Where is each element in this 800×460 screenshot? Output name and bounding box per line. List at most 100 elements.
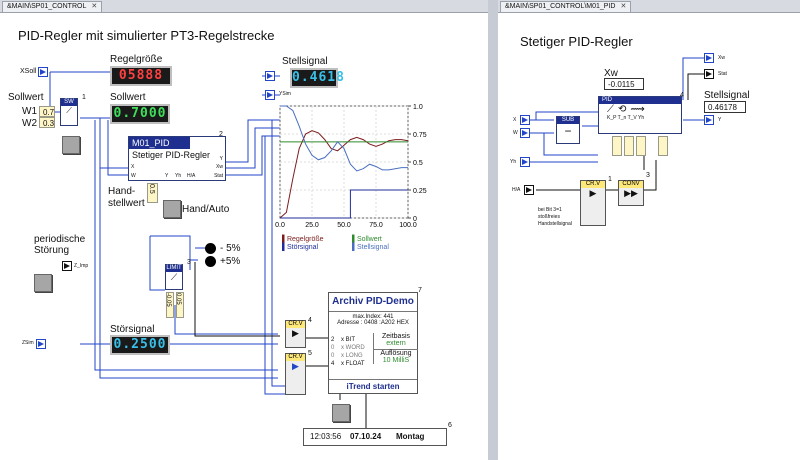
periodische-label-1: periodische — [34, 234, 86, 245]
sw-switch-icon: ⟋ — [66, 106, 72, 115]
archiv-adresse: Adresse : 0408 :A202 HEX — [337, 320, 409, 326]
stat-out-port[interactable] — [704, 69, 714, 79]
stellsignal-display: 0.4618 — [290, 68, 344, 88]
archiv-input-float: 4 x FLOAT — [331, 361, 365, 367]
led-minus-icon — [205, 243, 216, 254]
z-imp-label: Z_Imp — [74, 263, 89, 269]
archiv-inputs: 2 x BIT 0 x WORD 0 x LONG 4 x FLOAT — [331, 336, 365, 368]
limit-low-input[interactable]: -0.05 — [165, 292, 174, 318]
legend-item-stellsignal: ▌Stellsignal — [352, 244, 389, 251]
ysim-port[interactable] — [265, 90, 275, 100]
clock-block: 12:03:56 07.10.24 Montag — [303, 428, 447, 446]
sub-header: SUB — [557, 117, 579, 124]
pid-port-w: W — [131, 173, 136, 179]
w-in-label: W — [513, 130, 518, 136]
sw-block[interactable]: SW ⟋ — [60, 98, 78, 126]
yh-in-label: Yh — [510, 159, 517, 165]
w2-input[interactable]: 0.3 — [39, 117, 55, 128]
hand-auto-button[interactable] — [163, 200, 181, 218]
chart-series-line-3 — [280, 105, 408, 172]
legend-item-sollwert: ▌Sollwert — [352, 236, 382, 243]
stellsignal-right-label: Stellsignal — [704, 90, 750, 101]
chart-x-tick-label: 25.0 — [305, 222, 319, 229]
pid-detail-icons: ⟋⟲⟿ — [607, 104, 649, 115]
right-tabbar: &MAIN\SP01_CONTROL\M01_PID ✕ — [498, 0, 800, 13]
stellsignal-right-display: 0.46178 — [704, 101, 746, 113]
xsoll-port[interactable] — [38, 67, 48, 77]
xw-display: -0.0115 — [604, 78, 644, 90]
close-icon[interactable]: ✕ — [91, 3, 98, 10]
itrend-start-button[interactable]: iTrend starten — [329, 379, 417, 393]
archiv-block[interactable]: Archiv PID-Demo max.Index: 441 Adresse :… — [328, 292, 418, 394]
handstellwert-label-2: stellwert — [108, 198, 145, 209]
sub-block[interactable]: SUB − — [556, 116, 580, 144]
y-out-port[interactable] — [704, 115, 714, 125]
y-out-label: Y — [718, 117, 722, 123]
tab-m01-pid[interactable]: &MAIN\SP01_CONTROL\M01_PID ✕ — [500, 1, 632, 12]
wires — [49, 71, 367, 430]
handstellwert-input[interactable]: 0.5 — [147, 183, 158, 203]
limit-high-input[interactable]: 0.05 — [175, 292, 184, 318]
sub-minus-icon: − — [564, 124, 572, 138]
archiv-input-word: 0 x WORD — [331, 345, 365, 351]
stoersignal-display: 0.2500 — [110, 335, 170, 355]
crv-block-2[interactable]: CR.V ▶ — [285, 353, 306, 395]
zsim-label: ZSim — [22, 340, 34, 346]
chart-legend: ▌Regelgröße ▌Sollwert ▌Störsignal ▌Stell… — [282, 236, 432, 254]
yh-in-port[interactable] — [520, 157, 530, 167]
crv-detail-number: 1 — [608, 176, 612, 183]
note-line-2: stoßfreies — [538, 214, 560, 220]
tab-main-control[interactable]: &MAIN\SP01_CONTROL ✕ — [2, 1, 103, 12]
crv-detail-block[interactable]: CR.V ▶ — [580, 180, 606, 226]
w-in-port[interactable] — [520, 128, 530, 138]
sollwert-side-label: Sollwert — [8, 92, 44, 103]
xw-out-port[interactable] — [704, 53, 714, 63]
pid-param-tv[interactable] — [636, 136, 646, 156]
pane-separator[interactable] — [488, 0, 498, 460]
pid-param-kp[interactable] — [612, 136, 622, 156]
close-icon[interactable]: ✕ — [620, 3, 627, 10]
pid-param-yh[interactable] — [658, 136, 668, 156]
pid-block[interactable]: M01_PID Stetiger PID-Regler Y Xw Stat X … — [128, 136, 226, 181]
regelgroesse-label: Regelgröße — [110, 54, 163, 65]
w1-label: W1 — [22, 106, 37, 117]
ysim-label: YSim — [279, 91, 291, 97]
sw-toggle-button[interactable] — [62, 136, 80, 154]
pid-port-bottom-y: Y — [165, 173, 169, 179]
periodische-label-2: Störung — [34, 245, 70, 256]
archiv-button[interactable] — [332, 404, 350, 422]
x-in-port[interactable] — [520, 115, 530, 125]
crv1-arrow-icon: ▶ — [292, 328, 299, 338]
zsim-port[interactable] — [36, 339, 46, 349]
conv-block[interactable]: CONV ▶▶ — [618, 180, 644, 206]
chart-x-tick-label: 0.0 — [275, 222, 285, 229]
led-plus-label: +5% — [220, 256, 241, 267]
clock-date: 07.10.24 — [350, 432, 382, 441]
tab-label: &MAIN\SP01_CONTROL — [7, 3, 87, 10]
chart-y-tick-label: 0 — [413, 216, 417, 223]
ha-in-port[interactable] — [524, 185, 534, 195]
led-minus-label: - 5% — [220, 243, 241, 254]
pid-port-xw: Xw — [216, 164, 223, 170]
crv-block-1[interactable]: CR.V ▶ — [285, 320, 306, 348]
z-imp-port[interactable] — [62, 261, 72, 271]
legend-item-stoersignal: ▌Störsignal — [282, 244, 319, 251]
archiv-zeitbasis: Zeitbasis extern Auflösung 10 MilliS — [373, 333, 418, 364]
stellsignal-port[interactable] — [265, 71, 275, 81]
chart-y-tick-label: 0.25 — [413, 188, 427, 195]
chart-y-tick-label: 1.0 — [413, 104, 423, 111]
w1-input[interactable]: 0.7 — [39, 106, 55, 117]
pid-port-bottom-ha: H/A — [187, 173, 196, 179]
pid-detail-block[interactable]: PID ⟋⟲⟿ K_P T_n T_V Yh — [598, 96, 682, 134]
clock-number: 6 — [448, 422, 452, 429]
archiv-number: 7 — [418, 287, 422, 294]
pid-port-y: Y — [219, 156, 223, 162]
pid-param-tn[interactable] — [624, 136, 634, 156]
crv1-header: CR.V — [286, 321, 305, 328]
page-title: PID-Regler mit simulierter PT3-Regelstre… — [18, 28, 275, 43]
tab-label: &MAIN\SP01_CONTROL\M01_PID — [505, 3, 616, 10]
archiv-input-bit: 2 x BIT — [331, 337, 356, 343]
right-pane: &MAIN\SP01_CONTROL\M01_PID✕ Stetiger PID… — [498, 0, 800, 460]
periodische-button[interactable] — [34, 274, 52, 292]
limit-block[interactable]: LIMIT ⟋ — [165, 264, 183, 290]
